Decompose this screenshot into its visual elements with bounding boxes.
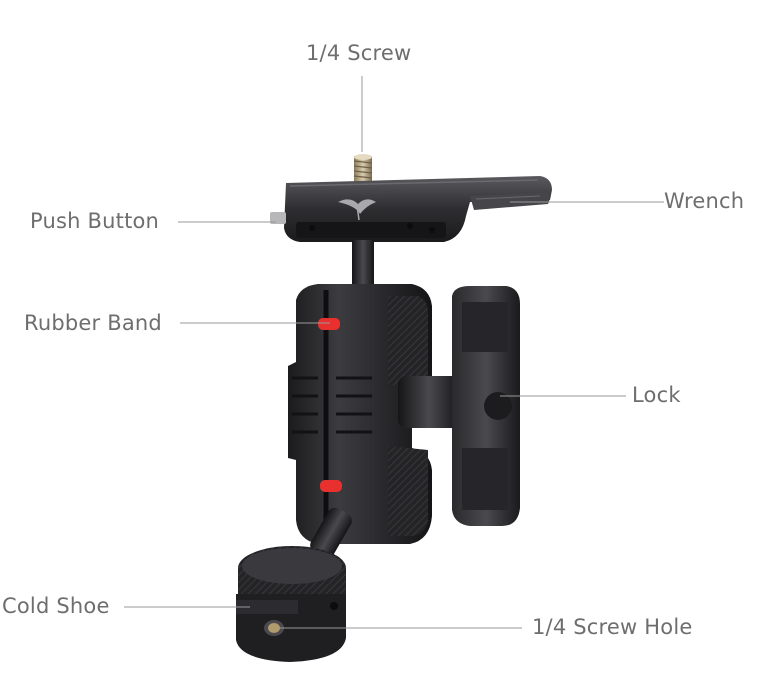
top-screw xyxy=(353,154,373,184)
label-push-button: Push Button xyxy=(30,209,160,233)
quick-release-plate xyxy=(270,176,552,242)
label-rubber-band: Rubber Band xyxy=(24,311,162,335)
rubber-band-lower xyxy=(320,480,342,492)
upper-stem xyxy=(352,240,374,288)
cold-shoe-assembly xyxy=(236,507,352,662)
label-cold-shoe: Cold Shoe xyxy=(2,594,110,618)
label-top-screw: 1/4 Screw xyxy=(306,41,412,65)
arm-clamp-body xyxy=(288,284,432,544)
lock-knob xyxy=(398,286,520,526)
label-wrench: Wrench xyxy=(664,189,745,213)
push-button-part xyxy=(270,212,286,224)
rubber-band-upper xyxy=(318,318,340,330)
label-screw-hole: 1/4 Screw Hole xyxy=(532,615,693,639)
label-lock: Lock xyxy=(632,383,681,407)
bird-logo-icon xyxy=(338,199,376,221)
leader-lines xyxy=(124,76,664,629)
